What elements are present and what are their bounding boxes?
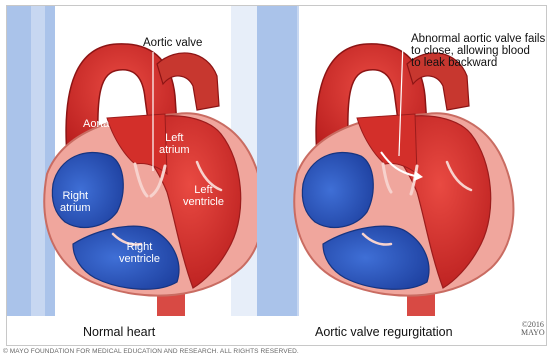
footer-copyright: © MAYO FOUNDATION FOR MEDICAL EDUCATION … [3,348,299,355]
callout-line-2: to close, allowing blood [411,45,545,57]
callout-line-3: to leak backward [411,57,545,69]
normal-heart-drawing [7,6,273,336]
label-left-ventricle: Left ventricle [183,184,224,208]
illustration-frame: Aortic valve Aorta Left atrium Left vent… [6,5,547,346]
aortic-valve-callout: Aortic valve [143,37,202,49]
copyright-mark: ©2016 MAYO [521,321,545,337]
regurgitation-callout: Abnormal aortic valve fails to close, al… [411,33,545,69]
caption-normal-heart: Normal heart [83,325,155,339]
label-right-atrium: Right atrium [60,190,91,214]
caption-regurgitation: Aortic valve regurgitation [315,325,453,339]
callout-line-1: Abnormal aortic valve fails [411,33,545,45]
label-right-ventricle: Right ventricle [119,241,160,265]
label-aorta: Aorta [83,118,109,130]
label-left-atrium: Left atrium [159,132,190,156]
